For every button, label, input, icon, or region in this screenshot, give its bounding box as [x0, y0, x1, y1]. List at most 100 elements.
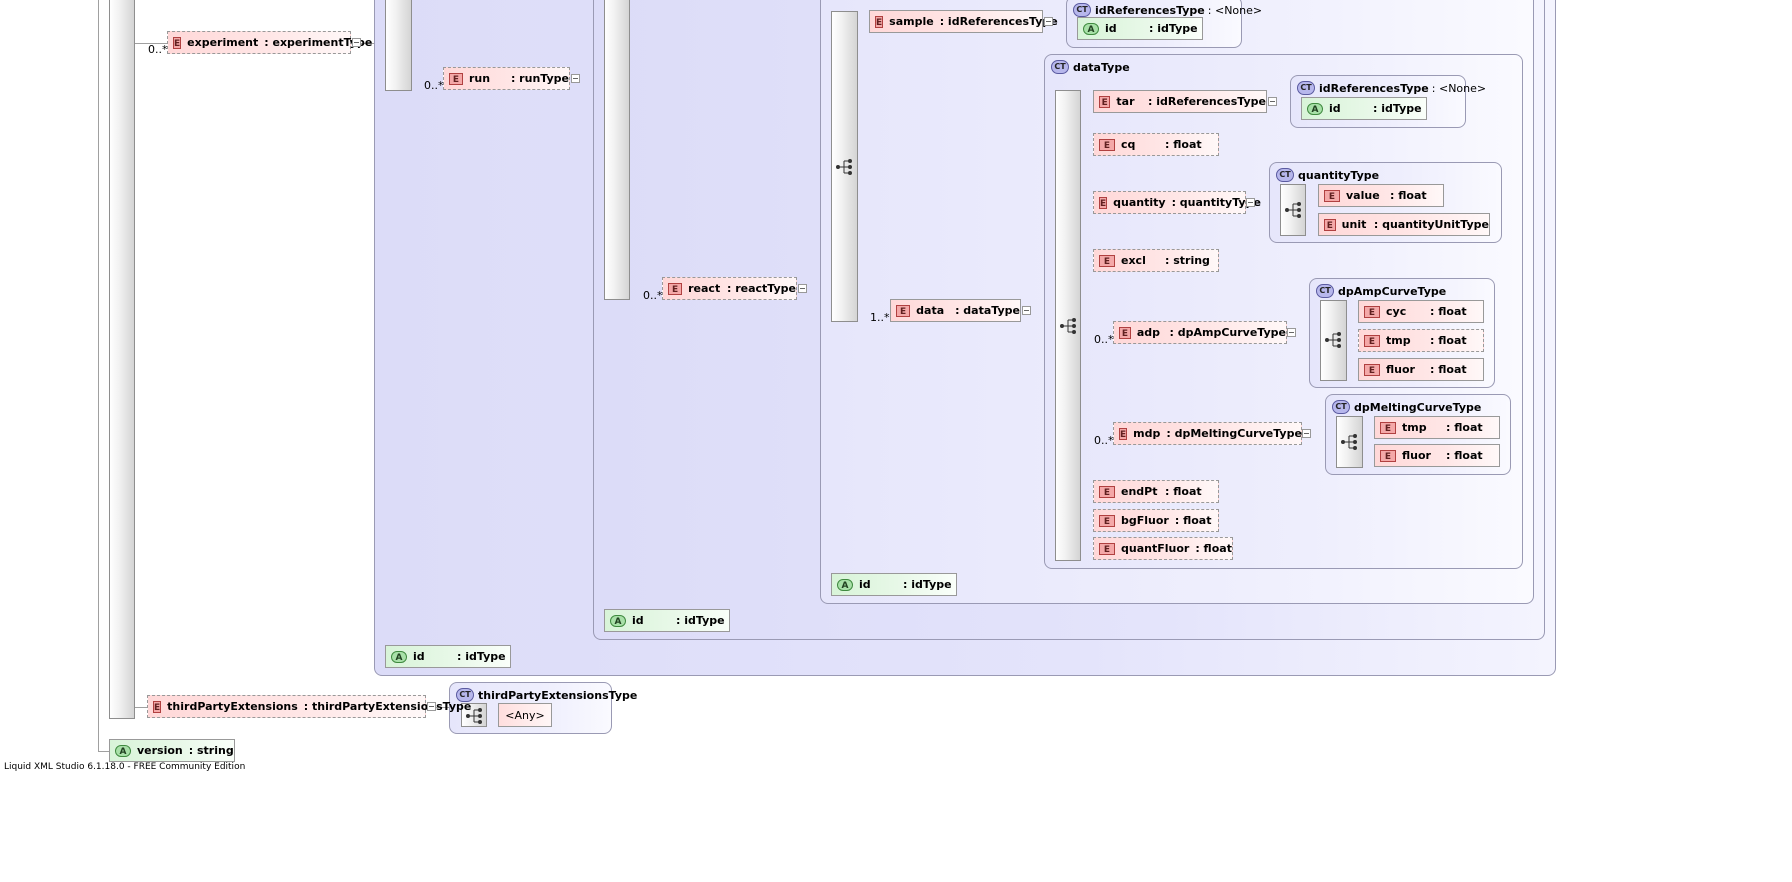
data-cardinality: 1..* — [870, 311, 890, 324]
collapse-thirdparty-button[interactable] — [427, 702, 436, 711]
element-badge-icon: E — [1099, 95, 1111, 108]
sequence-icon — [1285, 202, 1301, 218]
experiment-ct-connector — [361, 43, 374, 44]
element-badge-icon: E — [1099, 514, 1115, 527]
quantity-sequence-bar[interactable] — [1280, 184, 1306, 236]
element-badge-icon: E — [1364, 334, 1380, 347]
status-bar-text: Liquid XML Studio 6.1.18.0 - FREE Commun… — [4, 762, 246, 772]
version-connector — [98, 751, 112, 752]
collapse-data-button[interactable] — [1022, 306, 1031, 315]
collapse-quantity-button[interactable] — [1246, 198, 1255, 207]
sequence-icon — [466, 708, 482, 724]
element-badge-icon: E — [1099, 138, 1115, 151]
element-badge-icon: E — [449, 72, 463, 85]
root-sequence-bar[interactable] — [109, 0, 135, 719]
collapse-sample-button[interactable] — [1044, 17, 1053, 26]
react-sequence-bar[interactable] — [831, 11, 858, 322]
experiment-connector — [135, 43, 167, 44]
thirdparty-connector — [135, 707, 147, 708]
element-badge-icon: E — [173, 36, 182, 49]
element-badge-icon: E — [1099, 254, 1115, 267]
dpampcurve-sequence-bar[interactable] — [1320, 300, 1347, 381]
attribute-badge-icon: A — [391, 650, 407, 663]
run-sequence-bar[interactable] — [604, 0, 630, 300]
experiment-sequence-bar[interactable] — [385, 0, 412, 91]
ct-badge-icon: CT — [1073, 3, 1091, 17]
element-badge-icon: E — [1099, 542, 1115, 555]
any-element[interactable]: <Any> — [498, 703, 552, 727]
element-badge-icon: E — [1380, 449, 1396, 462]
run-cardinality: 0..* — [424, 79, 444, 92]
sequence-icon — [1325, 332, 1341, 348]
ct-badge-icon: CT — [1276, 168, 1294, 182]
element-badge-icon: E — [668, 282, 683, 295]
experiment-cardinality: 0..* — [148, 43, 168, 56]
sequence-icon — [1060, 318, 1076, 334]
collapse-mdp-button[interactable] — [1302, 429, 1311, 438]
collapse-experiment-button[interactable] — [352, 38, 361, 47]
collapse-run-button[interactable] — [571, 74, 580, 83]
attribute-badge-icon: A — [1083, 22, 1099, 35]
data-sequence-bar[interactable] — [1055, 90, 1081, 561]
attribute-badge-icon: A — [115, 744, 131, 757]
thirdparty-ct-connector — [436, 707, 449, 708]
thirdparty-sequence-bar[interactable] — [461, 703, 487, 727]
attribute-badge-icon: A — [1307, 102, 1323, 115]
ct-badge-icon: CT — [1051, 60, 1069, 74]
mdp-cardinality: 0..* — [1094, 434, 1114, 447]
element-badge-icon: E — [1119, 326, 1131, 339]
ct-badge-icon: CT — [1316, 284, 1334, 298]
sequence-icon — [836, 159, 852, 175]
element-badge-icon: E — [1099, 485, 1115, 498]
collapse-adp-button[interactable] — [1287, 328, 1296, 337]
element-badge-icon: E — [153, 700, 162, 713]
element-badge-icon: E — [1324, 189, 1340, 202]
element-badge-icon: E — [1119, 427, 1128, 440]
element-badge-icon: E — [1364, 305, 1380, 318]
root-vertical-line — [98, 0, 99, 752]
dpmeltingcurve-sequence-bar[interactable] — [1336, 416, 1363, 468]
element-badge-icon: E — [1380, 421, 1396, 434]
adp-cardinality: 0..* — [1094, 333, 1114, 346]
element-badge-icon: E — [1324, 218, 1336, 231]
collapse-tar-button[interactable] — [1268, 97, 1277, 106]
element-badge-icon: E — [1099, 196, 1108, 209]
element-badge-icon: E — [896, 304, 911, 317]
ct-badge-icon: CT — [1297, 81, 1315, 95]
ct-badge-icon: CT — [456, 688, 474, 702]
collapse-react-button[interactable] — [798, 284, 807, 293]
